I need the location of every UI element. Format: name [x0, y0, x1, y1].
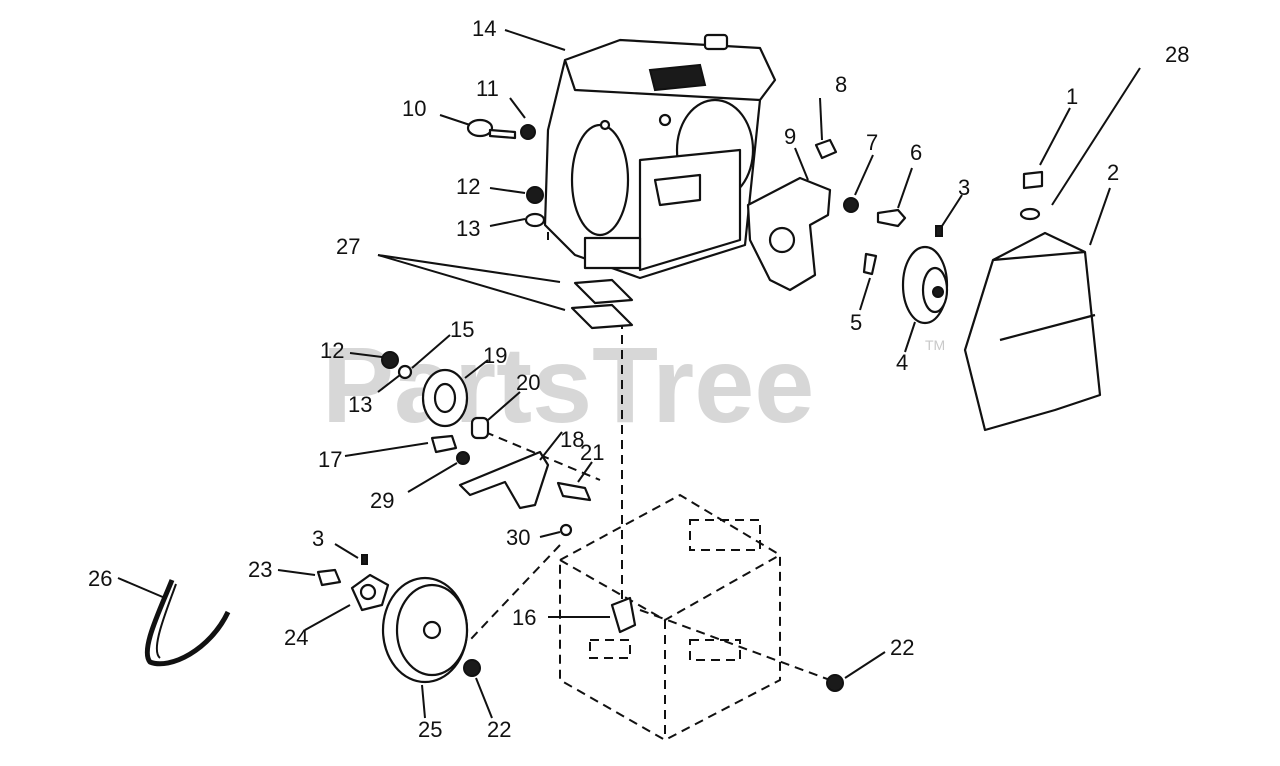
callout-5: 5: [850, 310, 862, 335]
engine-pulley: [901, 245, 949, 325]
callout-30: 30: [506, 525, 530, 550]
callout-1: 1: [1066, 84, 1078, 109]
callout-22-lower: 22: [487, 717, 511, 742]
callout-24: 24: [284, 625, 308, 650]
callout-11: 11: [476, 76, 499, 101]
callout-8: 8: [835, 72, 847, 97]
watermark: PartsTree TM: [322, 324, 945, 445]
hardware-pieces: [316, 118, 1044, 692]
callout-25: 25: [418, 717, 442, 742]
callout-18: 18: [560, 427, 584, 452]
callout-6: 6: [910, 140, 922, 165]
callout-26: 26: [88, 566, 112, 591]
callout-21: 21: [580, 440, 604, 465]
callout-10: 10: [402, 96, 426, 121]
callout-3-lower: 3: [312, 526, 324, 551]
idler-pulley: [421, 368, 469, 428]
watermark-trademark: TM: [925, 337, 945, 353]
callout-29: 29: [370, 488, 394, 513]
callout-12-lower: 12: [320, 338, 344, 363]
callout-7: 7: [866, 130, 878, 155]
callout-16: 16: [512, 605, 536, 630]
leader-lines: [117, 29, 1141, 719]
callout-2: 2: [1107, 160, 1119, 185]
belt-cover: [963, 231, 1102, 432]
callout-9: 9: [784, 124, 796, 149]
callout-19: 19: [483, 343, 507, 368]
callouts: 1 2 3 3 4 5 6 7 8 9 10 11 12 12 13 13 14…: [88, 16, 1189, 742]
shim-plates: [570, 278, 634, 330]
watermark-text: PartsTree: [322, 324, 814, 445]
callout-23: 23: [248, 557, 272, 582]
callout-12-upper: 12: [456, 174, 480, 199]
callout-14: 14: [472, 16, 496, 41]
engine-assembly: [543, 33, 777, 280]
callout-20: 20: [516, 370, 540, 395]
idler-arm: [458, 450, 550, 510]
frame-housing: [559, 493, 781, 742]
callout-13-lower: 13: [348, 392, 372, 417]
drive-belt: [144, 579, 231, 667]
mounting-bracket: [746, 176, 832, 292]
callout-15: 15: [450, 317, 474, 342]
callout-3-upper: 3: [958, 175, 970, 200]
callout-13-upper: 13: [456, 216, 480, 241]
bearing-flange: [350, 573, 390, 612]
callout-22-right: 22: [890, 635, 914, 660]
callout-17: 17: [318, 447, 342, 472]
callout-28: 28: [1165, 42, 1189, 67]
callout-4: 4: [896, 350, 908, 375]
callout-27: 27: [336, 234, 360, 259]
drive-pulley: [381, 576, 469, 684]
